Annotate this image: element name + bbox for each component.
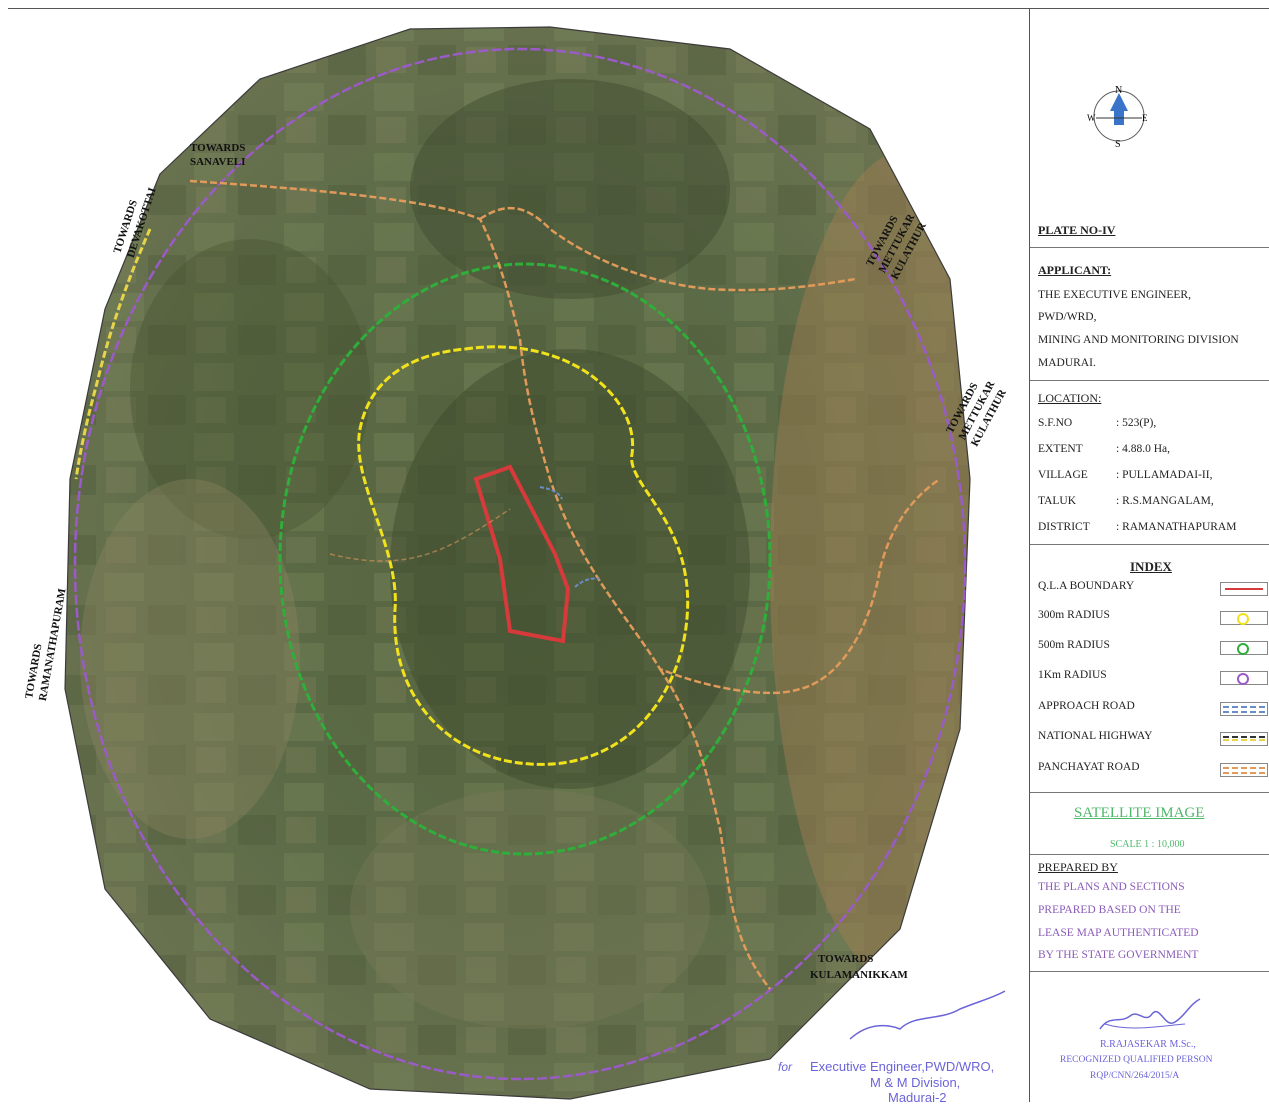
svg-text:SANAVELI: SANAVELI [190,156,245,168]
applicant-heading: APPLICANT: [1038,263,1112,277]
location-value: : 4.88.0 Ha, [1116,443,1170,455]
qla-boundary-swatch [1220,582,1268,596]
legend-label: 1Km RADIUS [1038,669,1107,681]
legend-label: 500m RADIUS [1038,639,1110,651]
label-towards-kulamanikkam: TOWARDS KULAMANIKKAM [810,953,908,981]
divider [1030,544,1269,545]
location-value: : RAMANATHAPURAM [1116,521,1237,533]
national-highway-swatch [1220,732,1268,746]
legend-label: PANCHAYAT ROAD [1038,761,1140,773]
location-key: TALUK [1038,495,1077,507]
legend-label: APPROACH ROAD [1038,700,1135,712]
location-key: DISTRICT [1038,521,1090,533]
svg-text:Madurai-2: Madurai-2 [888,1090,947,1102]
divider [1030,854,1269,855]
index-heading: INDEX [1130,559,1172,574]
legend-label: NATIONAL HIGHWAY [1038,730,1153,742]
svg-text:S: S [1115,139,1121,150]
divider [1030,971,1269,972]
location-key: S.F.NO [1038,417,1073,429]
signer-title: RECOGNIZED QUALIFIED PERSON [1060,1055,1213,1065]
legend-label: 300m RADIUS [1038,609,1110,621]
label-towards-ramanathapuram: TOWARDS RAMANATHAPURAM [23,587,69,702]
qla-boundary [473,464,571,644]
scale-text: SCALE 1 : 10,000 [1110,839,1185,850]
svg-text:TOWARDS: TOWARDS [190,142,245,154]
svg-text:TOWARDS: TOWARDS [818,953,873,965]
title-block: N S W E PLATE NO-IV APPLICANT: THE EXECU… [1029,9,1269,1102]
radius-300m-ring [357,345,690,766]
svg-text:M & M Division,: M & M Division, [870,1075,960,1090]
radius-1km-swatch [1220,671,1268,685]
label-towards-sanaveli: TOWARDS SANAVELI [190,142,245,168]
panchayat-road-south [658,668,771,990]
satellite-map: TOWARDS SANAVELI TOWARDS DEVAKOTTAI TOWA… [23,26,1009,1105]
map-area: TOWARDS SANAVELI TOWARDS DEVAKOTTAI TOWA… [10,9,1028,1105]
rqp-signature [1099,998,1201,1030]
location-value: : PULLAMADAI-II, [1116,469,1213,481]
prepared-by-heading: PREPARED BY [1038,860,1118,874]
location-heading: LOCATION: [1038,391,1102,405]
location-key: VILLAGE [1038,469,1088,481]
radius-1km-ring [73,47,967,1081]
prepared-line: PREPARED BASED ON THE [1038,904,1181,916]
svg-text:W: W [1087,113,1096,123]
svg-text:Executive Engineer,PWD/WRO,: Executive Engineer,PWD/WRO, [810,1059,994,1074]
applicant-line: MADURAI. [1038,357,1096,369]
panchayat-road-north [189,179,941,695]
signer-id: RQP/CNN/264/2015/A [1090,1071,1180,1081]
prepared-line: BY THE STATE GOVERNMENT [1038,949,1199,961]
prepared-line: THE PLANS AND SECTIONS [1038,881,1185,893]
svg-text:for: for [778,1060,793,1074]
legend-label: Q.L.A BOUNDARY [1038,580,1135,592]
panchayat-road-swatch [1220,763,1268,777]
executive-engineer-stamp: for Executive Engineer,PWD/WRO, M & M Di… [778,990,1006,1105]
svg-text:N: N [1115,85,1122,96]
applicant-line: MINING AND MONITORING DIVISION [1038,334,1239,346]
radius-500m-ring [278,262,772,856]
satellite-image-title: SATELLITE IMAGE [1074,805,1205,821]
radius-500m-swatch [1220,641,1268,655]
location-key: EXTENT [1038,443,1083,455]
panchayat-road-west [329,508,511,562]
prepared-line: LEASE MAP AUTHENTICATED [1038,927,1199,939]
location-value: : R.S.MANGALAM, [1116,495,1214,507]
sheet-border [8,8,1269,9]
north-arrow-icon: N S W E [1087,85,1148,150]
applicant-line: PWD/WRD, [1038,311,1097,323]
divider [1030,792,1269,793]
stamp-signature [849,990,1006,1040]
location-value: : 523(P), [1116,417,1157,429]
approach-road [539,486,563,500]
divider [1030,247,1269,248]
approach-road-swatch [1220,702,1268,716]
terrain-texture [65,27,970,1099]
national-highway [74,228,152,480]
svg-text:KULAMANIKKAM: KULAMANIKKAM [810,969,908,981]
plate-number: PLATE NO-IV [1038,223,1116,237]
panchayat-road-northeast [479,206,856,292]
signer-name: R.RAJASEKAR M.Sc., [1100,1039,1196,1050]
divider [1030,380,1269,381]
applicant-line: THE EXECUTIVE ENGINEER, [1038,289,1191,301]
svg-text:E: E [1142,113,1148,123]
radius-300m-swatch [1220,611,1268,625]
